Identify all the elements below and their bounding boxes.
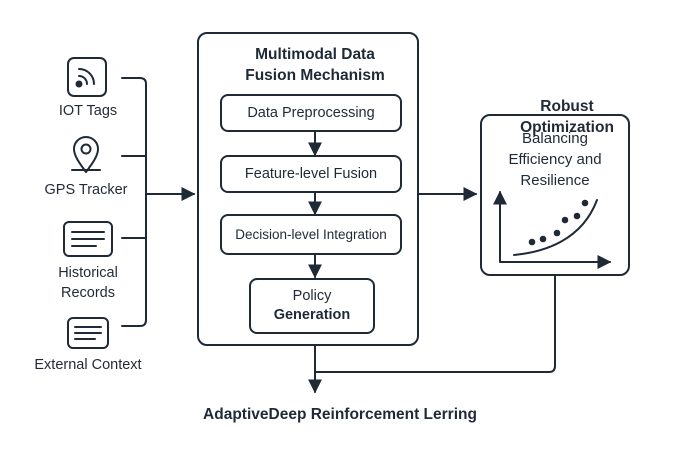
external-context-label: External Context (34, 357, 142, 373)
decision-integration-box: Decision-level Integration (220, 214, 402, 255)
policy-line2: Generation (273, 307, 351, 323)
feedback-line (314, 275, 556, 373)
data-preprocessing-box: Data Preprocessing (220, 94, 402, 132)
fusion-title: Multimodal Data Fusion Mechanism (210, 44, 420, 86)
robust-inner-line2: Efficiency and (508, 151, 602, 168)
document-icon (63, 221, 113, 257)
footer-title: AdaptiveDeep Reinforcement Lerring (203, 406, 477, 423)
robust-title-line1: Robust (540, 98, 594, 115)
data-preprocessing-label: Data Preprocessing (247, 104, 375, 121)
fusion-title-line1: Multimodal Data (255, 46, 375, 63)
robust-title-line2: Optimization (520, 119, 614, 136)
feature-fusion-label: Feature-level Fusion (244, 165, 378, 182)
location-pin-icon (71, 136, 101, 173)
historical-line1: Historical (58, 265, 118, 281)
decision-integration-label: Decision-level Integration (235, 227, 387, 242)
robust-title: Robust Optimization (492, 96, 642, 138)
policy-generation-box: Policy Generation (249, 278, 375, 334)
gps-tracker-label: GPS Tracker (44, 182, 128, 198)
feature-fusion-box: Feature-level Fusion (220, 155, 402, 193)
document-icon (67, 317, 109, 349)
historical-line2: Records (61, 285, 115, 301)
robust-inner-text: Balancing Efficiency and Resilience (484, 128, 626, 191)
robust-inner-line3: Resilience (520, 172, 590, 189)
wifi-tag-icon (67, 57, 107, 97)
robust-inner-line1: Balancing (522, 130, 588, 147)
policy-line1: Policy (292, 288, 332, 304)
source-bracket (121, 77, 147, 327)
iot-tags-label: IOT Tags (58, 103, 118, 119)
fusion-title-line2: Fusion Mechanism (245, 67, 385, 84)
fusion-mechanism-box (197, 32, 419, 346)
historical-records-label: Historical Records (40, 263, 136, 303)
robust-optimization-box (480, 114, 630, 276)
scatter-curve-icon (493, 190, 612, 269)
